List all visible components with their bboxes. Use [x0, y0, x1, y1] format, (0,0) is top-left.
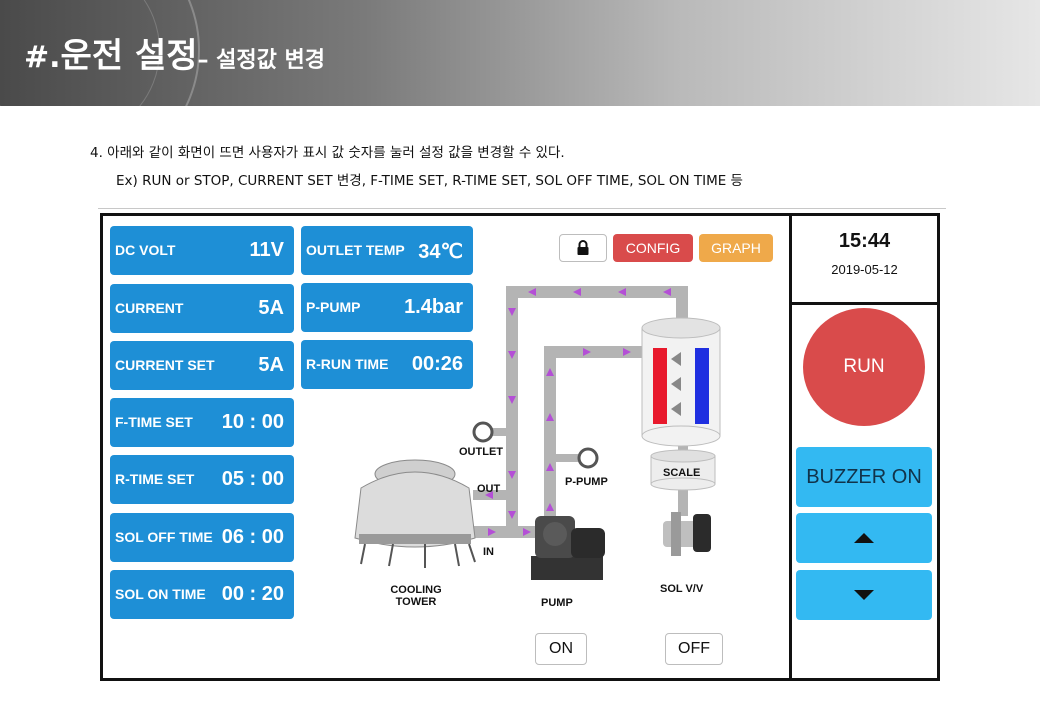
clock-date: 2019-05-12 [831, 262, 898, 277]
divider-line [98, 208, 946, 209]
header-decoration [0, 0, 160, 106]
title-hash: #. [24, 40, 61, 75]
tile-value: 10 : 00 [221, 411, 284, 433]
label-pump: PUMP [541, 597, 573, 609]
heat-exchanger-icon [641, 317, 721, 447]
tile-label: SOL ON TIME [115, 586, 206, 602]
tile-label: CURRENT SET [115, 357, 215, 373]
tile-dc-volt[interactable]: DC VOLT 11V [110, 226, 294, 275]
tile-label: SOL OFF TIME [115, 529, 213, 545]
process-diagram [354, 286, 721, 580]
tile-p-pump[interactable]: P-PUMP 1.4bar [301, 283, 473, 332]
tile-current[interactable]: CURRENT 5A [110, 284, 294, 333]
header-decoration [0, 0, 200, 106]
tile-label: CURRENT [115, 300, 184, 316]
down-button[interactable] [796, 570, 932, 620]
solenoid-valve-icon [663, 512, 711, 556]
scale-filter-icon [650, 449, 716, 491]
tile-label: R-RUN TIME [306, 356, 389, 372]
slide-title: #.운전 설정– 설정값 변경 [24, 28, 325, 77]
tile-value: 5A [258, 297, 284, 319]
label-in: IN [483, 546, 494, 558]
tile-label: R-TIME SET [115, 471, 195, 487]
tile-outlet-temp[interactable]: OUTLET TEMP 34℃ [301, 226, 473, 275]
config-button[interactable]: CONFIG [613, 234, 693, 262]
description-line-1: 4. 아래와 같이 화면이 뜨면 사용자가 표시 값 숫자를 눌러 설정 값을 … [90, 145, 565, 161]
cooling-tower-icon [354, 459, 476, 568]
lock-icon [577, 240, 589, 255]
title-main: 운전 설정 [60, 36, 198, 76]
label-out: OUT [477, 483, 501, 495]
clock-time: 15:44 [838, 230, 891, 252]
p-pump-gauge-icon [577, 447, 599, 469]
tile-sol-on-time[interactable]: SOL ON TIME 00 : 20 [110, 570, 294, 619]
tile-label: F-TIME SET [115, 414, 193, 430]
label-scale: SCALE [663, 467, 701, 479]
tile-value: 00:26 [411, 353, 463, 375]
slide-header: #.운전 설정– 설정값 변경 [0, 0, 1040, 106]
on-button[interactable]: ON [535, 633, 587, 665]
off-button[interactable]: OFF [665, 633, 723, 665]
tile-label: P-PUMP [306, 299, 361, 315]
tile-value: 5A [258, 354, 284, 376]
description-line-2: Ex) RUN or STOP, CURRENT SET 변경, F-TIME … [116, 173, 743, 189]
tile-value: 06 : 00 [221, 526, 284, 548]
graph-button[interactable]: GRAPH [699, 234, 773, 262]
tile-r-run-time[interactable]: R-RUN TIME 00:26 [301, 340, 473, 389]
tile-label: OUTLET TEMP [306, 242, 405, 258]
tile-f-time-set[interactable]: F-TIME SET 10 : 00 [110, 398, 294, 447]
label-sol-vv: SOL V/V [660, 583, 704, 595]
flow-arrows [485, 288, 671, 536]
tile-current-set[interactable]: CURRENT SET 5A [110, 341, 294, 390]
tile-value: 00 : 20 [221, 583, 284, 605]
up-button[interactable] [796, 513, 932, 563]
run-button[interactable]: RUN [803, 308, 925, 426]
tile-value: 05 : 00 [221, 468, 284, 490]
lock-button[interactable] [559, 234, 607, 262]
label-p-pump: P-PUMP [565, 476, 608, 488]
buzzer-button[interactable]: BUZZER ON [796, 447, 932, 507]
panel-divider [789, 216, 792, 678]
label-outlet: OUTLET [459, 446, 503, 458]
outlet-gauge-icon [472, 421, 494, 443]
tile-value: 11V [249, 239, 284, 261]
triangle-down-icon [854, 590, 874, 600]
tile-r-time-set[interactable]: R-TIME SET 05 : 00 [110, 455, 294, 504]
tile-label: DC VOLT [115, 242, 176, 258]
pump-icon [531, 516, 605, 580]
pipes [473, 286, 688, 538]
tile-value: 34℃ [418, 241, 463, 263]
tile-sol-off-time[interactable]: SOL OFF TIME 06 : 00 [110, 513, 294, 562]
label-cooling-tower: COOLING TOWER [390, 584, 442, 608]
tile-value: 1.4bar [404, 296, 463, 318]
hmi-screen: DC VOLT 11V CURRENT 5A CURRENT SET 5A F-… [100, 213, 940, 681]
title-subtitle: – 설정값 변경 [197, 48, 326, 73]
triangle-up-icon [854, 533, 874, 543]
panel-divider [792, 302, 937, 305]
